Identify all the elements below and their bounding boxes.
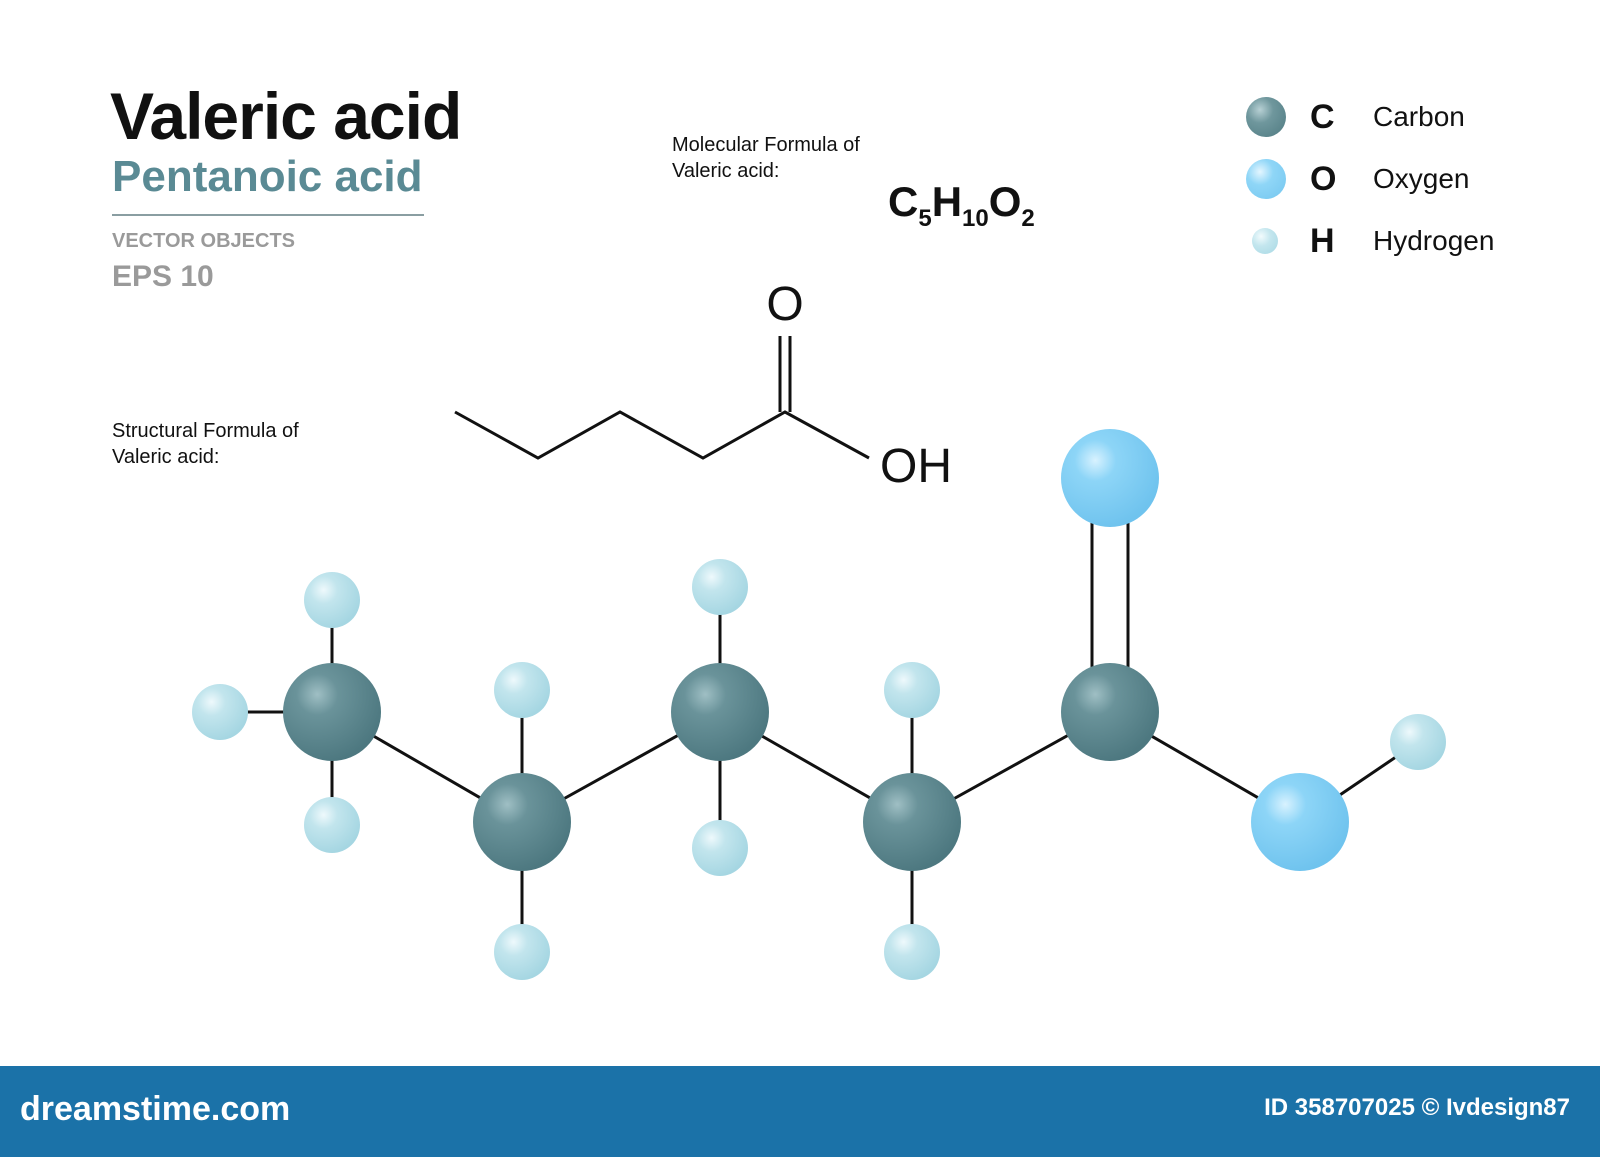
formula-h-count: 10 <box>962 205 989 232</box>
formula-c: C <box>888 178 919 225</box>
structural-caption-line-1: Structural Formula of <box>112 420 299 442</box>
formula-o-count: 2 <box>1021 205 1035 232</box>
structural-formula-caption: Structural Formula of Valeric acid: <box>112 418 299 470</box>
page-title: Valeric acid <box>110 79 462 153</box>
carbon-atom <box>1061 663 1159 761</box>
hydrogen-atoms <box>192 559 1446 980</box>
valeric-acid-diagram: O OH <box>192 278 1446 980</box>
bonds <box>220 478 1419 952</box>
hydrogen-atom <box>304 797 360 853</box>
title-divider <box>112 214 424 216</box>
hydrogen-atom <box>192 684 248 740</box>
footer-brand: dreamstime.com <box>20 1090 291 1128</box>
formula-h: H <box>931 178 963 225</box>
hydrogen-atom <box>692 820 748 876</box>
molecular-formula: C5H10O2 <box>888 178 1035 233</box>
carbon-atom <box>671 663 769 761</box>
eps-label: EPS 10 <box>112 260 214 293</box>
legend-symbol-oxygen: O <box>1310 160 1337 198</box>
skeletal-oxygen-label: O <box>766 278 803 331</box>
legend-symbol-carbon: C <box>1310 98 1335 136</box>
oxygen-atoms <box>1061 429 1349 871</box>
legend-name-carbon: Carbon <box>1373 101 1465 132</box>
carbon-atom <box>863 773 961 871</box>
legend-name-oxygen: Oxygen <box>1373 163 1470 194</box>
page-subtitle: Pentanoic acid <box>112 152 423 201</box>
carbon-ball-icon <box>1246 97 1286 137</box>
hydrogen-atom <box>692 559 748 615</box>
molecular-caption-line-2: Valeric acid: <box>672 160 780 182</box>
skeletal-formula: O OH <box>454 278 952 493</box>
skeletal-chain <box>454 410 870 460</box>
hydrogen-atom <box>884 662 940 718</box>
hydrogen-atom <box>494 924 550 980</box>
hydrogen-atom <box>494 662 550 718</box>
hydrogen-atom <box>884 924 940 980</box>
oxygen-atom-carbonyl <box>1061 429 1159 527</box>
structural-caption-line-2: Valeric acid: <box>112 446 220 468</box>
footer-image-id: ID 358707025 © Ivdesign87 <box>1264 1094 1570 1121</box>
oxygen-atom-hydroxyl <box>1251 773 1349 871</box>
carbon-atom <box>473 773 571 871</box>
skeletal-hydroxyl-label: OH <box>880 440 952 493</box>
hydrogen-atom <box>1390 714 1446 770</box>
vector-objects-label: VECTOR OBJECTS <box>112 230 295 252</box>
formula-c-count: 5 <box>918 205 932 232</box>
legend-name-hydrogen: Hydrogen <box>1373 225 1495 256</box>
formula-o: O <box>988 178 1022 225</box>
hydrogen-atom <box>304 572 360 628</box>
molecular-caption-line-1: Molecular Formula of <box>672 134 860 156</box>
carbon-atom <box>283 663 381 761</box>
oxygen-ball-icon <box>1246 159 1286 199</box>
hydrogen-ball-icon <box>1252 228 1278 254</box>
footer-bar: dreamstime.com ID 358707025 © Ivdesign87 <box>0 1066 1600 1157</box>
carbon-atoms <box>283 663 1159 871</box>
molecular-formula-caption: Molecular Formula of Valeric acid: <box>672 132 860 184</box>
legend-symbol-hydrogen: H <box>1310 222 1335 260</box>
